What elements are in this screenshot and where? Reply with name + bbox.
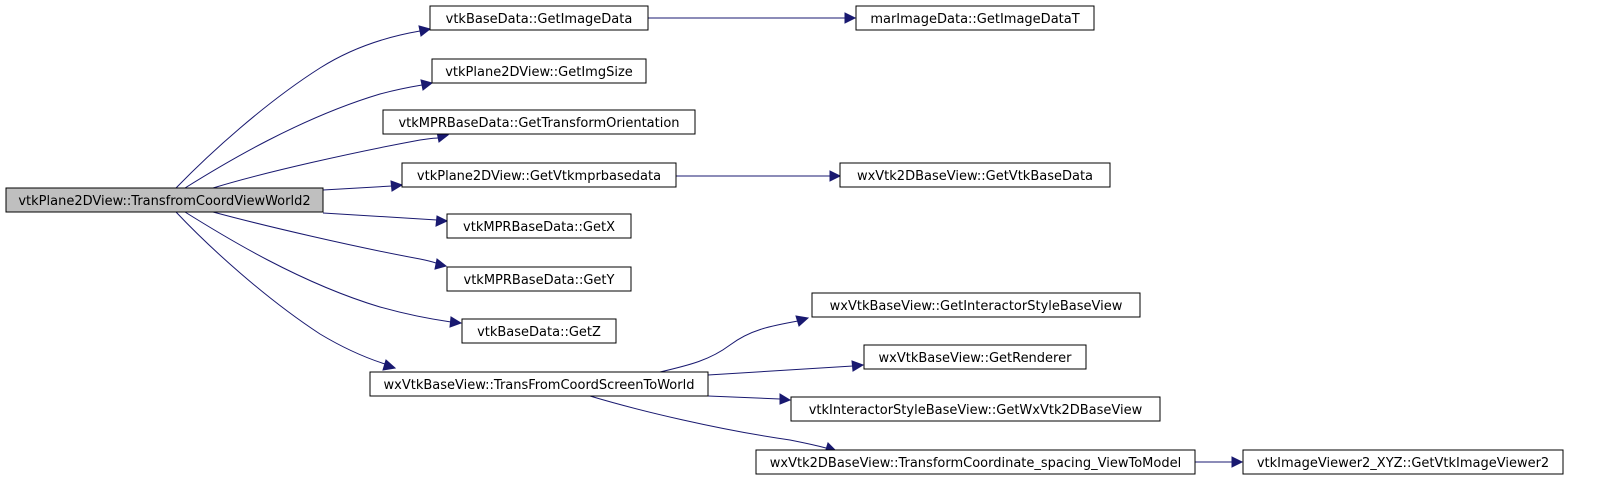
edge-getVtkmprbasedata-to-getVtkBaseData: [676, 170, 842, 182]
node-box: [429, 5, 649, 31]
node-label: vtkBaseData::GetImageData: [446, 12, 633, 27]
node-getWxVtk2DBaseView[interactable]: vtkInteractorStyleBaseView::GetWxVtk2DBa…: [790, 396, 1161, 422]
edge-transformCoordinate-to-getVtkImageViewer2: [1195, 456, 1244, 468]
edge-line: [707, 395, 781, 400]
edge-root-to-getX: [322, 212, 449, 227]
edge-line: [589, 395, 827, 449]
edge-transFromCoordScreenToWorld-to-getInteractorStyleBaseView: [659, 315, 810, 373]
node-label: wxVtk2DBaseView::GetVtkBaseData: [857, 169, 1093, 184]
node-label: vtkPlane2DView::GetImgSize: [445, 65, 633, 80]
node-getTransformOrientation[interactable]: vtkMPRBaseData::GetTransformOrientation: [382, 109, 696, 135]
edge-line: [707, 365, 854, 376]
arrowhead-icon: [449, 316, 463, 328]
node-label: wxVtk2DBaseView::TransformCoordinate_spa…: [770, 456, 1181, 471]
node-box: [382, 109, 696, 135]
arrowhead-icon: [435, 215, 449, 227]
edge-getImageData-to-getImageDataT: [648, 12, 857, 24]
node-box: [461, 318, 617, 344]
node-getRenderer[interactable]: wxVtkBaseView::GetRenderer: [863, 344, 1087, 370]
node-box: [755, 449, 1196, 475]
node-getY[interactable]: vtkMPRBaseData::GetY: [446, 266, 632, 292]
edge-line: [212, 211, 437, 264]
node-box: [431, 58, 647, 84]
node-getImgSize[interactable]: vtkPlane2DView::GetImgSize: [431, 58, 647, 84]
node-box: [5, 187, 324, 213]
edge-line: [175, 30, 421, 189]
node-box: [855, 5, 1095, 31]
nodes-layer: vtkPlane2DView::TransfromCoordViewWorld2…: [5, 5, 1564, 475]
node-box: [863, 344, 1087, 370]
node-label: marImageData::GetImageDataT: [870, 12, 1079, 27]
edge-line: [322, 212, 438, 221]
edge-root-to-getImgSize: [184, 79, 434, 189]
node-box: [446, 266, 632, 292]
node-label: wxVtkBaseView::GetRenderer: [879, 351, 1073, 366]
arrowhead-icon: [844, 12, 857, 24]
node-label: vtkImageViewer2_XYZ::GetVtkImageViewer2: [1257, 456, 1549, 471]
edge-root-to-getY: [212, 211, 448, 270]
edge-line: [659, 320, 799, 373]
arrowhead-icon: [382, 359, 397, 371]
node-box: [401, 162, 677, 188]
edge-line: [184, 84, 423, 189]
node-getZ[interactable]: vtkBaseData::GetZ: [461, 318, 617, 344]
node-getInteractorStyleBaseView[interactable]: wxVtkBaseView::GetInteractorStyleBaseVie…: [811, 292, 1141, 318]
node-transformCoordinate[interactable]: wxVtk2DBaseView::TransformCoordinate_spa…: [755, 449, 1196, 475]
node-label: wxVtkBaseView::GetInteractorStyleBaseVie…: [830, 299, 1123, 314]
node-getImageDataT[interactable]: marImageData::GetImageDataT: [855, 5, 1095, 31]
node-label: vtkPlane2DView::GetVtkmprbasedata: [417, 169, 661, 184]
node-label: vtkMPRBaseData::GetTransformOrientation: [398, 116, 679, 131]
arrowhead-icon: [420, 79, 434, 91]
node-getX[interactable]: vtkMPRBaseData::GetX: [446, 213, 632, 239]
node-box: [839, 162, 1111, 188]
node-label: vtkMPRBaseData::GetX: [463, 220, 615, 235]
node-getVtkBaseData[interactable]: wxVtk2DBaseView::GetVtkBaseData: [839, 162, 1111, 188]
node-label: wxVtkBaseView::TransFromCoordScreenToWor…: [384, 378, 695, 393]
node-label: vtkMPRBaseData::GetY: [464, 273, 615, 288]
node-box: [1242, 449, 1564, 475]
node-box: [446, 213, 632, 239]
node-root: vtkPlane2DView::TransfromCoordViewWorld2: [5, 187, 324, 213]
edge-line: [175, 211, 386, 365]
node-getVtkImageViewer2[interactable]: vtkImageViewer2_XYZ::GetVtkImageViewer2: [1242, 449, 1564, 475]
edge-transFromCoordScreenToWorld-to-getRenderer: [707, 360, 865, 376]
arrowhead-icon: [795, 315, 810, 327]
edge-transFromCoordScreenToWorld-to-getWxVtk2DBaseView: [707, 393, 792, 405]
node-label: vtkPlane2DView::TransfromCoordViewWorld2: [18, 194, 310, 209]
edge-root-to-getZ: [184, 211, 463, 328]
node-box: [790, 396, 1161, 422]
edge-line: [212, 137, 439, 189]
edge-root-to-getVtkmprbasedata: [322, 180, 404, 192]
node-transFromCoordScreenToWorld[interactable]: wxVtkBaseView::TransFromCoordScreenToWor…: [369, 371, 709, 397]
node-getImageData[interactable]: vtkBaseData::GetImageData: [429, 5, 649, 31]
arrowhead-icon: [851, 360, 865, 372]
edge-line: [184, 211, 452, 323]
arrowhead-icon: [1231, 456, 1244, 468]
arrowhead-icon: [418, 25, 432, 37]
node-label: vtkBaseData::GetZ: [477, 325, 601, 340]
node-box: [811, 292, 1141, 318]
edge-root-to-getImageData: [175, 25, 432, 189]
arrowhead-icon: [390, 180, 404, 192]
edge-root-to-transFromCoordScreenToWorld: [175, 211, 397, 371]
node-getVtkmprbasedata[interactable]: vtkPlane2DView::GetVtkmprbasedata: [401, 162, 677, 188]
arrowhead-icon: [434, 258, 448, 270]
node-box: [369, 371, 709, 397]
edge-line: [322, 185, 393, 191]
arrowhead-icon: [829, 170, 842, 182]
node-label: vtkInteractorStyleBaseView::GetWxVtk2DBa…: [809, 403, 1143, 418]
arrowhead-icon: [779, 393, 792, 405]
